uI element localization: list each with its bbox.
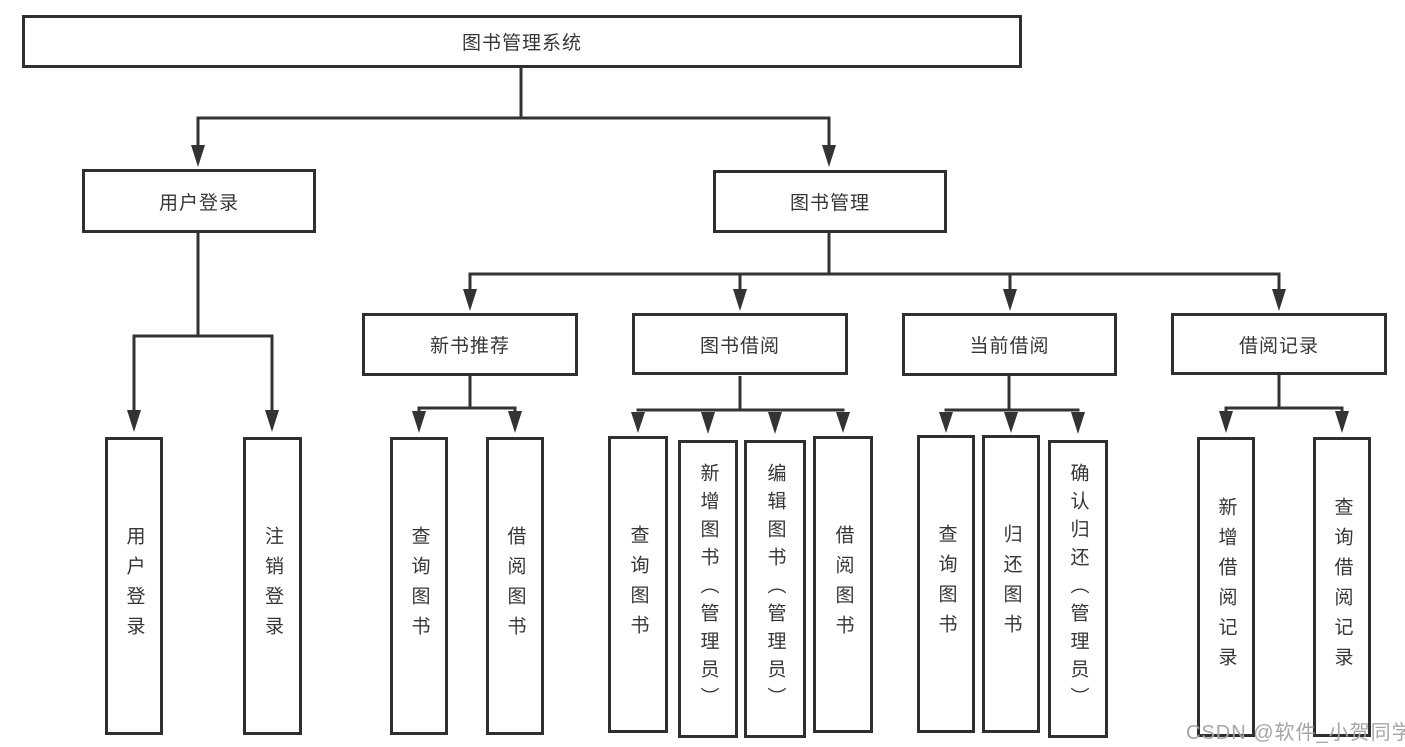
leaf-label: 用户登录 bbox=[123, 526, 145, 646]
leaf-label: 查询图书 bbox=[935, 524, 957, 644]
node-label: 借阅记录 bbox=[1238, 335, 1319, 357]
leaf-add-borrow-record: 新增借阅记录 bbox=[1197, 437, 1255, 737]
node-label: 图书管理系统 bbox=[461, 33, 582, 54]
leaf-borrow-books: 借阅图书 bbox=[813, 436, 873, 733]
leaf-query-books-current: 查询图书 bbox=[917, 435, 975, 733]
node-borrow-records: 借阅记录 bbox=[1171, 313, 1387, 375]
leaf-label: 查询图书 bbox=[627, 524, 649, 645]
leaf-edit-book-admin: 编辑图书（管理员） bbox=[744, 440, 806, 738]
leaf-label: 借阅图书 bbox=[832, 524, 854, 645]
connector-borrow-records-to-leaves bbox=[1219, 375, 1349, 433]
node-label: 图书管理 bbox=[789, 193, 870, 214]
connector-book-borrow-to-leaves bbox=[631, 376, 850, 434]
node-book-management: 图书管理 bbox=[713, 170, 947, 233]
leaf-query-borrow-record: 查询借阅记录 bbox=[1313, 437, 1371, 737]
node-label: 新书推荐 bbox=[429, 336, 510, 357]
leaf-borrow-books-recommend: 借阅图书 bbox=[486, 437, 544, 735]
leaf-label: 新增图书（管理员） bbox=[697, 463, 719, 715]
connector-book-management-to-level3 bbox=[463, 233, 1286, 311]
connector-new-book-recommend-to-leaves bbox=[412, 376, 522, 433]
node-user-login: 用户登录 bbox=[82, 169, 316, 233]
connector-root-to-level2 bbox=[191, 68, 836, 167]
leaf-query-books-borrow: 查询图书 bbox=[608, 436, 668, 733]
leaf-query-books-recommend: 查询图书 bbox=[390, 437, 448, 735]
leaf-label: 注销登录 bbox=[262, 526, 283, 646]
leaf-label: 确认归还（管理员） bbox=[1067, 463, 1089, 715]
leaf-label: 查询图书 bbox=[408, 526, 430, 646]
connector-current-borrow-to-leaves bbox=[939, 376, 1085, 434]
leaf-label: 新增借阅记录 bbox=[1215, 497, 1237, 677]
node-new-book-recommend: 新书推荐 bbox=[362, 313, 578, 376]
node-library-management-system: 图书管理系统 bbox=[22, 15, 1022, 68]
node-label: 图书借阅 bbox=[699, 335, 780, 357]
node-label: 当前借阅 bbox=[969, 336, 1050, 357]
connector-user-login-to-leaves bbox=[127, 233, 279, 432]
leaf-return-books: 归还图书 bbox=[982, 435, 1040, 733]
node-book-borrow: 图书借阅 bbox=[632, 313, 848, 375]
csdn-watermark: CSDN @软件_小贺同学 bbox=[1186, 722, 1405, 744]
node-current-borrow: 当前借阅 bbox=[902, 313, 1117, 376]
node-label: 用户登录 bbox=[158, 192, 239, 214]
leaf-user-login: 用户登录 bbox=[105, 437, 163, 735]
leaf-label: 查询借阅记录 bbox=[1331, 497, 1353, 677]
leaf-add-book-admin: 新增图书（管理员） bbox=[678, 440, 738, 738]
leaf-label: 编辑图书（管理员） bbox=[764, 463, 786, 715]
leaf-logout: 注销登录 bbox=[243, 437, 302, 735]
leaf-confirm-return-admin: 确认归还（管理员） bbox=[1048, 440, 1108, 738]
leaf-label: 借阅图书 bbox=[504, 526, 526, 646]
leaf-label: 归还图书 bbox=[1000, 524, 1022, 644]
